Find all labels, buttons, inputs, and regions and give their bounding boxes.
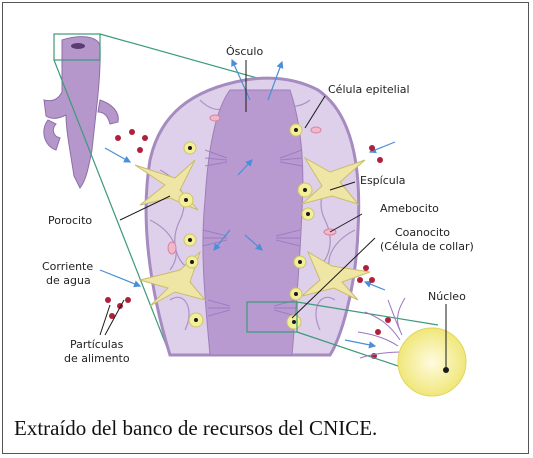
label-nucleo: Núcleo	[428, 290, 466, 303]
sponge-anatomy-diagram: Ósculo Célula epitelial Espícula Ameboci…	[0, 0, 533, 410]
label-espicula: Espícula	[360, 174, 406, 187]
label-celula-epitelial: Célula epitelial	[328, 83, 410, 96]
label-particulas: Partículas	[70, 338, 124, 351]
label-osculo: Ósculo	[226, 45, 263, 58]
label-porocito: Porocito	[48, 214, 92, 227]
label-de-alimento: de alimento	[64, 352, 130, 365]
label-de-agua: de agua	[46, 274, 91, 287]
sponge-cross-section	[135, 78, 370, 355]
label-coanocito: Coanocito	[395, 226, 450, 239]
collar-cell-enlarged	[358, 298, 466, 396]
label-amebocito: Amebocito	[380, 202, 439, 215]
figure-caption: Extraído del banco de recursos del CNICE…	[14, 416, 524, 441]
label-corriente: Corriente	[42, 260, 93, 273]
whole-sponge-illustration	[44, 37, 118, 188]
label-celula-de-collar: (Célula de collar)	[380, 240, 474, 253]
